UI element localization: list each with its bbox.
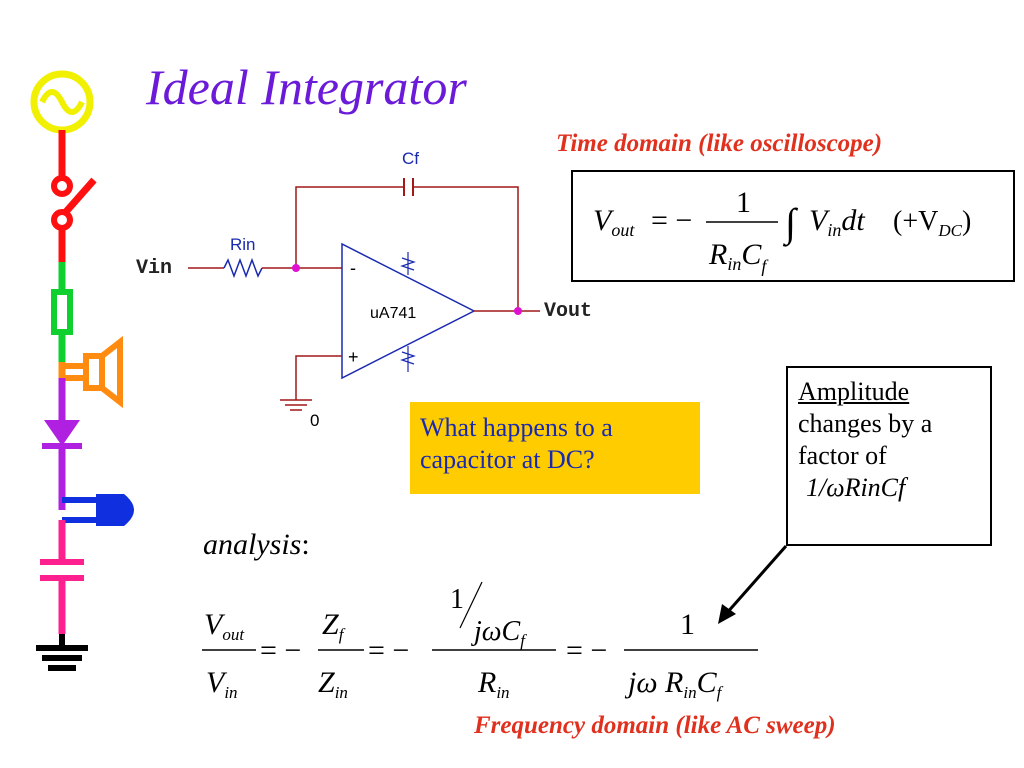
analysis-label: analysis:	[203, 528, 310, 561]
svg-text:RinCf: RinCf	[708, 238, 769, 276]
vin-label: Vin	[136, 257, 172, 280]
feedback-wire	[295, 186, 398, 268]
integrator-schematic: Cf Rin Vin - + uA741 0 Vout	[136, 149, 592, 430]
freq-eq-numerator: 1	[680, 608, 695, 641]
svg-text:Rin: Rin	[477, 666, 510, 702]
opamp-model-label: uA741	[370, 305, 416, 322]
diode-icon	[42, 378, 82, 510]
amplitude-line3: factor of	[798, 441, 887, 470]
amplitude-line2: changes by a	[798, 409, 933, 438]
inverting-node	[292, 264, 300, 272]
supply-pins	[400, 252, 416, 372]
slide-title: Ideal Integrator	[146, 59, 467, 115]
amplitude-heading: Amplitude	[798, 377, 910, 406]
lamp-icon	[62, 494, 134, 526]
input-resistor	[223, 257, 263, 279]
amplitude-note-box: Amplitude changes by a factor of 1/ωRinC…	[786, 366, 992, 546]
switch-icon	[51, 130, 97, 262]
ground-node-label: 0	[310, 411, 319, 430]
time-domain-label: Time domain (like oscilloscope)	[556, 130, 883, 157]
svg-text:Vout: Vout	[593, 204, 635, 240]
speaker-icon	[58, 335, 123, 409]
schematic-ground	[280, 399, 312, 411]
output-node	[514, 307, 522, 315]
pointer-arrow	[718, 545, 788, 624]
svg-text:Vout: Vout	[204, 608, 245, 644]
opamp-minus-label: -	[350, 258, 356, 278]
svg-text:Vin: Vin	[206, 666, 238, 702]
capacitor-icon	[40, 520, 84, 634]
component-icon-strip	[30, 70, 134, 671]
svg-text:Zf: Zf	[322, 608, 346, 644]
frequency-domain-equation: Vout Vin = − Zf Zin = − 1 jωCf Rin = − 1…	[202, 581, 758, 702]
frequency-domain-label: Frequency domain (like AC sweep)	[474, 712, 836, 739]
fuse-icon	[51, 262, 73, 362]
svg-text:Vindt: Vindt	[809, 204, 865, 240]
freq-eq-one: 1	[450, 584, 464, 615]
question-callout: What happens to a capacitor at DC?	[410, 402, 700, 494]
svg-text:jωCf: jωCf	[471, 616, 527, 650]
freq-eq-equals-3: = −	[566, 634, 607, 667]
rin-label: Rin	[230, 235, 256, 254]
vout-label: Vout	[544, 300, 592, 323]
ground-icon	[36, 634, 88, 671]
ground-wire	[295, 355, 342, 400]
opamp-body	[341, 242, 476, 380]
feedback-wire-right	[420, 186, 519, 310]
svg-text:Zin: Zin	[318, 666, 348, 702]
time-eq-equals: = −	[651, 204, 692, 237]
ac-source-icon	[30, 70, 94, 134]
time-domain-equation: Vout = − 1 RinCf ∫ Vindt (+VDC)	[593, 186, 971, 276]
integral-sign: ∫	[782, 200, 799, 247]
svg-text:(+VDC): (+VDC)	[893, 206, 971, 240]
svg-text:jω RinCf: jω RinCf	[624, 666, 724, 702]
amplitude-expression: 1/ωRinCf	[806, 473, 906, 502]
opamp-plus-label: +	[348, 347, 359, 367]
time-eq-numerator: 1	[736, 186, 751, 219]
freq-eq-equals-2: = −	[368, 634, 409, 667]
cf-label: Cf	[402, 149, 419, 168]
feedback-capacitor	[398, 178, 420, 196]
time-domain-equation-box: Vout = − 1 RinCf ∫ Vindt (+VDC)	[571, 170, 1015, 282]
freq-eq-equals-1: = −	[260, 634, 301, 667]
